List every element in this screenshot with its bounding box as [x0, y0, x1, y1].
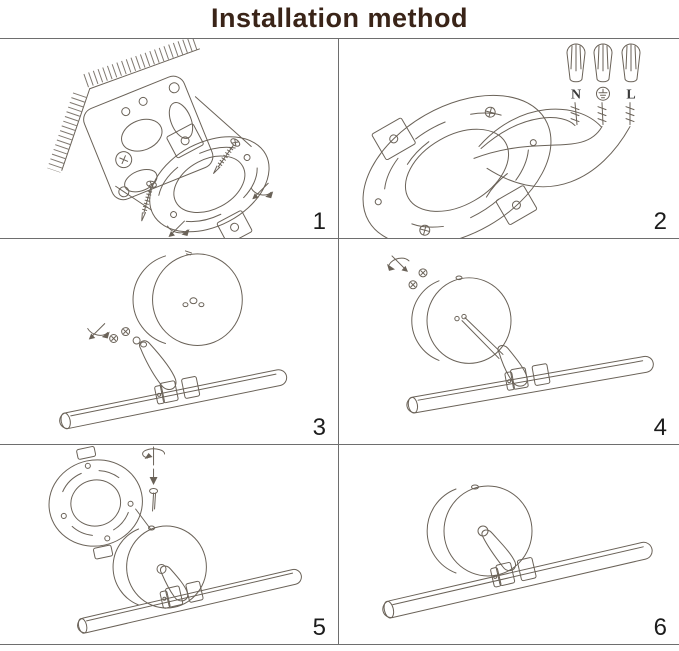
- step-2-illustration: N L: [362, 43, 641, 238]
- step-4-illustration: [387, 255, 654, 414]
- screwdriver-rotation-icon: [142, 446, 166, 485]
- fixture-arm: [139, 340, 177, 391]
- rotation-arrow-icon: [387, 255, 410, 272]
- screw-icon: [213, 138, 241, 174]
- guide-line: [135, 508, 152, 530]
- step-6-illustration: [382, 484, 653, 619]
- step-5-panel: 5: [0, 445, 339, 644]
- page-title: Installation method: [210, 3, 468, 33]
- step-1-illustration: [47, 39, 274, 238]
- screw-icon: [121, 327, 131, 337]
- step-6-panel: 6: [339, 445, 679, 644]
- rotation-arrow-icon: [87, 323, 110, 340]
- mounting-ring: [149, 123, 270, 238]
- rotation-arrow-icon: [250, 182, 274, 200]
- screw-icon: [408, 280, 418, 290]
- step-5-illustration: [48, 446, 302, 634]
- step-number: 2: [653, 208, 667, 235]
- step-2-panel: N L 2: [339, 39, 679, 239]
- lamp-bar: [77, 568, 302, 634]
- screw-icon: [141, 180, 157, 222]
- washer-icon: [132, 336, 141, 345]
- wire-nut-icon: [621, 43, 641, 83]
- lamp-bar: [406, 355, 654, 414]
- step-number: 1: [312, 208, 326, 235]
- step-3-illustration: [59, 250, 288, 430]
- mounting-ring: [362, 94, 552, 238]
- rotation-arrow-icon: [167, 220, 190, 238]
- canopy-disc: [132, 250, 243, 346]
- step-3-panel: 3: [0, 239, 339, 445]
- wire-nut-icon: [566, 43, 586, 83]
- canopy-disc: [112, 525, 207, 609]
- wall-corner: [47, 39, 200, 173]
- fixture-arm: [481, 529, 517, 572]
- fixture-arm: [160, 565, 189, 602]
- fixture-arm: [461, 317, 528, 387]
- ground-icon: [596, 86, 610, 101]
- lamp-bar: [59, 369, 288, 430]
- lamp-bar: [382, 541, 653, 619]
- step-1-panel: 1: [0, 39, 339, 239]
- mounting-ring: [48, 446, 143, 560]
- step-number: 5: [312, 614, 326, 641]
- neutral-wire-label: N: [571, 88, 581, 103]
- junction-box: [83, 75, 214, 201]
- step-number: 4: [653, 414, 667, 441]
- step-4-panel: 4: [339, 239, 679, 445]
- screw-icon: [418, 268, 428, 278]
- step-number: 6: [653, 614, 667, 641]
- screw-icon: [149, 488, 159, 512]
- wire-twists: [570, 102, 635, 126]
- steps-grid: 1: [0, 38, 679, 645]
- screw-icon: [109, 334, 119, 343]
- wire-nut-icon: [593, 43, 613, 83]
- canopy-disc: [411, 275, 512, 364]
- live-wire-label: L: [626, 88, 635, 103]
- canopy-disc: [426, 484, 533, 577]
- step-number: 3: [312, 414, 326, 441]
- wires: [473, 108, 631, 188]
